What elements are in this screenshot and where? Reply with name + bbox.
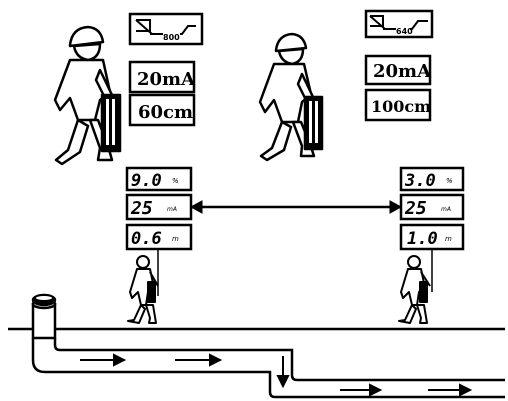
left-current-panel: 20mA	[128, 60, 196, 94]
left-signal-freq: 800	[163, 33, 180, 42]
left-meter-reading-2-unit: mA	[167, 206, 177, 213]
right-small-worker-figure	[398, 249, 433, 324]
left-worker-figure	[53, 25, 122, 166]
left-meter-reading-1: 9.0	[131, 171, 162, 191]
right-meter-reading-2-unit: mA	[441, 206, 451, 213]
transmitter-box	[31, 293, 57, 340]
left-current-value: 20mA	[137, 69, 196, 90]
left-signal-panel: 800	[128, 12, 204, 46]
right-meter-stack: 3.0 % 25 mA 1.0 m	[399, 166, 465, 251]
right-meter-reading-2: 25	[404, 198, 427, 219]
right-current-panel: 20mA	[364, 54, 432, 86]
left-meter-reading-3: 0.6	[131, 229, 162, 249]
left-meter-reading-3-unit: m	[172, 235, 179, 243]
right-meter-reading-3-unit: m	[445, 235, 452, 243]
right-worker-figure	[258, 32, 324, 162]
right-signal-panel: 640	[364, 9, 434, 39]
left-depth-value: 60cm	[138, 102, 193, 123]
left-small-worker-figure	[127, 249, 159, 324]
comparison-arrow	[189, 200, 403, 214]
right-depth-value: 100cm	[371, 97, 431, 116]
left-meter-reading-2: 25	[130, 198, 153, 219]
flow-arrows	[80, 353, 473, 397]
right-meter-reading-3: 1.0	[407, 229, 438, 249]
right-meter-reading-1: 3.0	[404, 171, 436, 191]
right-meter-reading-1-unit: %	[446, 177, 453, 185]
underground-pipe	[31, 338, 505, 399]
right-depth-panel: 100cm	[364, 88, 432, 122]
left-depth-panel: 60cm	[128, 93, 196, 127]
left-meter-reading-1-unit: %	[172, 177, 179, 185]
right-signal-freq: 640	[396, 27, 413, 36]
right-current-value: 20mA	[373, 61, 432, 82]
signal-waveform-icon	[135, 19, 196, 35]
signal-waveform-icon	[369, 15, 428, 30]
left-meter-stack: 9.0 % 25 mA 0.6 m	[125, 166, 193, 251]
